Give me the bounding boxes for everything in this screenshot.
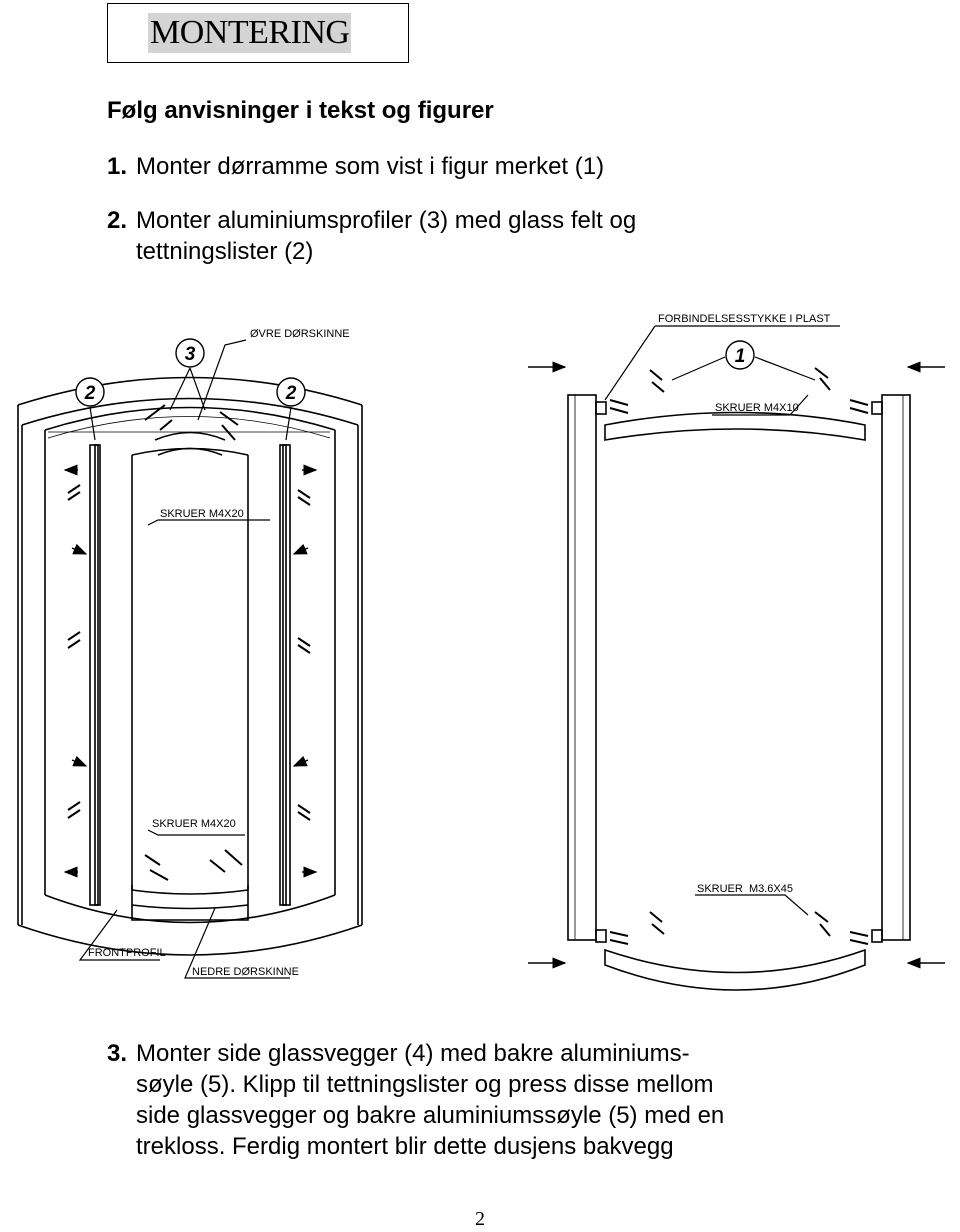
step-number: 1. bbox=[107, 153, 128, 180]
callout-3-circle bbox=[175, 338, 205, 368]
step-1: 1. Monter dørramme som vist i figur merk… bbox=[107, 151, 604, 182]
right-frame-drawing bbox=[567, 394, 911, 991]
callout-2-circle bbox=[276, 377, 306, 407]
step-3: 3. Monter side glassvegger (4) med bakre… bbox=[107, 1038, 724, 1162]
left-enclosure-drawing bbox=[17, 376, 363, 956]
title-box: MONTERING bbox=[107, 3, 409, 63]
callout-3-label: 3 bbox=[185, 344, 196, 365]
step-text-line: trekloss. Ferdig montert blir dette dusj… bbox=[136, 1133, 674, 1160]
page-title: MONTERING bbox=[148, 13, 352, 53]
step-number: 2. bbox=[107, 207, 128, 234]
assembly-drawing: 3 2 2 ØVRE DØRSKINNE SKRUER M4X20 SKRUER… bbox=[17, 313, 945, 991]
right-callout-leaders bbox=[604, 325, 840, 916]
page-number: 2 bbox=[475, 1208, 485, 1230]
step-text-line: tettningslister (2) bbox=[136, 238, 314, 265]
instructions-heading: Følg anvisninger i tekst og figurer bbox=[107, 97, 494, 124]
step-text-line: Monter dørramme som vist i figur merket … bbox=[136, 153, 605, 180]
callout-2-label: 2 bbox=[84, 383, 96, 404]
label-upper-rail: ØVRE DØRSKINNE bbox=[250, 328, 350, 340]
left-arrows bbox=[63, 464, 318, 878]
label-screws-bottom: SKRUER M3.6X45 bbox=[697, 883, 793, 895]
step-2: 2. Monter aluminiumsprofiler (3) med gla… bbox=[107, 205, 636, 267]
callout-2-label: 2 bbox=[285, 383, 297, 404]
step-text-line: søyle (5). Klipp til tettningslister og … bbox=[136, 1071, 714, 1098]
label-front-profile: FRONTPROFIL bbox=[88, 947, 166, 959]
callout-1-label: 1 bbox=[735, 346, 746, 367]
label-lower-rail: NEDRE DØRSKINNE bbox=[192, 966, 299, 978]
callout-1-circle bbox=[725, 340, 755, 370]
right-arrows bbox=[528, 361, 945, 969]
left-callout-leaders bbox=[78, 339, 292, 979]
label-screws-top: SKRUER M4X10 bbox=[715, 402, 799, 414]
label-screws-bottom: SKRUER M4X20 bbox=[152, 818, 236, 830]
step-text-line: Monter side glassvegger (4) med bakre al… bbox=[136, 1040, 690, 1067]
left-callouts bbox=[75, 338, 306, 407]
step-text-line: side glassvegger og bakre aluminiumssøyl… bbox=[136, 1102, 725, 1129]
label-screws-top: SKRUER M4X20 bbox=[160, 508, 244, 520]
right-screw-symbols bbox=[609, 367, 869, 945]
step-number: 3. bbox=[107, 1040, 128, 1067]
label-connector: FORBINDELSESSTYKKE I PLAST bbox=[658, 313, 831, 325]
right-callouts bbox=[725, 340, 755, 370]
callout-2-circle bbox=[75, 377, 105, 407]
step-text-line: Monter aluminiumsprofiler (3) med glass … bbox=[136, 207, 637, 234]
left-screw-symbols bbox=[67, 404, 311, 881]
